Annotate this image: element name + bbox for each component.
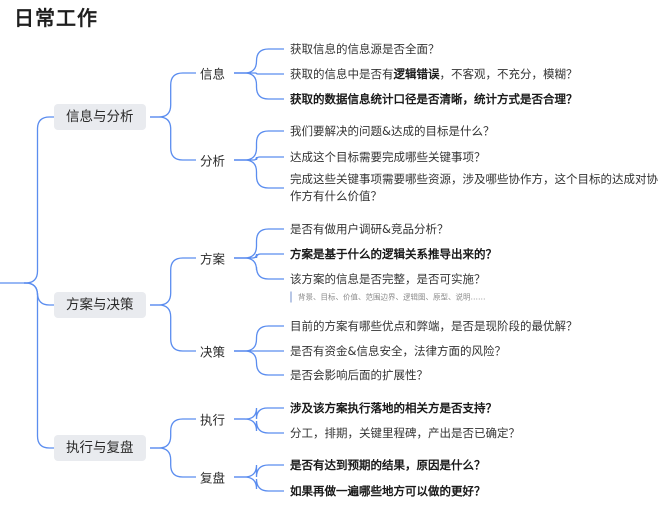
leaf-text: 完成这些关键事项需要哪些资源，涉及哪些协作方，这个目标的达成对协作方有什么价值？ <box>290 172 658 203</box>
leaf-text: ，不客观，不充分，模糊？ <box>439 67 578 81</box>
leaf-item: 目前的方案有哪些优点和弊端，是否是现阶段的最优解？ <box>290 318 578 334</box>
sub-node[interactable]: 决策 <box>200 344 226 360</box>
leaf-text: 是否有资金&信息安全，法律方面的风险？ <box>290 344 506 358</box>
leaf-item: 获取信息的信息源是否全面？ <box>290 41 440 57</box>
leaf-item: 完成这些关键事项需要哪些资源，涉及哪些协作方，这个目标的达成对协作方有什么价值？ <box>290 171 662 205</box>
branch-node[interactable]: 方案与决策 <box>54 292 146 318</box>
leaf-text: 涉及该方案执行落地的相关方是否支持？ <box>290 401 497 415</box>
leaf-item: 涉及该方案执行落地的相关方是否支持？ <box>290 400 497 416</box>
branch-node[interactable]: 执行与复盘 <box>54 435 146 461</box>
leaf-text: 分工，排期，关键里程碑，产出是否已确定？ <box>290 426 520 440</box>
leaf-text: 获取的信息中是否有 <box>290 67 394 81</box>
leaf-text: 获取信息的信息源是否全面？ <box>290 42 440 56</box>
page-title: 日常工作 <box>14 6 98 30</box>
sub-node[interactable]: 复盘 <box>200 470 226 486</box>
leaf-item: 是否有达到预期的结果，原因是什么？ <box>290 457 486 473</box>
leaf-text: 方案是基于什么的逻辑关系推导出来的？ <box>290 247 497 261</box>
leaf-item: 是否有资金&信息安全，法律方面的风险？ <box>290 343 506 359</box>
branch-node[interactable]: 信息与分析 <box>54 104 146 130</box>
sub-node[interactable]: 分析 <box>200 153 226 169</box>
leaf-text: 是否会影响后面的扩展性？ <box>290 368 428 382</box>
leaf-text: 获取的数据信息统计口径是否清晰，统计方式是否合理？ <box>290 92 578 106</box>
leaf-item: 是否有做用户调研&竞品分析？ <box>290 221 448 237</box>
leaf-item: 获取的数据信息统计口径是否清晰，统计方式是否合理？ <box>290 91 578 107</box>
leaf-highlight: 逻辑错误 <box>393 67 440 81</box>
leaf-text: 我们要解决的问题&达成的目标是什么？ <box>290 124 495 138</box>
leaf-text: 目前的方案有哪些优点和弊端，是否是现阶段的最优解？ <box>290 319 578 333</box>
leaf-text: 是否有做用户调研&竞品分析？ <box>290 222 449 236</box>
sub-node[interactable]: 方案 <box>200 251 226 267</box>
leaf-text: 是否有达到预期的结果，原因是什么？ <box>290 458 486 472</box>
sub-node[interactable]: 执行 <box>200 412 226 428</box>
leaf-item: 达成这个目标需要完成哪些关键事项？ <box>290 149 486 165</box>
sub-node[interactable]: 信息 <box>200 66 226 82</box>
leaf-item: 如果再做一遍哪些地方可以做的更好？ <box>290 483 486 499</box>
leaf-item: 分工，排期，关键里程碑，产出是否已确定？ <box>290 425 520 441</box>
leaf-item: 该方案的信息是否完整，是否可实施？ <box>290 271 486 287</box>
leaf-item: 是否会影响后面的扩展性？ <box>290 367 428 383</box>
leaf-text: 如果再做一遍哪些地方可以做的更好？ <box>290 484 486 498</box>
leaf-item: 我们要解决的问题&达成的目标是什么？ <box>290 123 494 139</box>
leaf-text: 该方案的信息是否完整，是否可实施？ <box>290 272 486 286</box>
leaf-item: 获取的信息中是否有逻辑错误，不客观，不充分，模糊？ <box>290 66 578 82</box>
note-text: 背景、目标、价值、范围边界、逻辑图、原型、说明…… <box>290 291 486 303</box>
leaf-text: 达成这个目标需要完成哪些关键事项？ <box>290 150 486 164</box>
leaf-item: 方案是基于什么的逻辑关系推导出来的？ <box>290 246 497 262</box>
